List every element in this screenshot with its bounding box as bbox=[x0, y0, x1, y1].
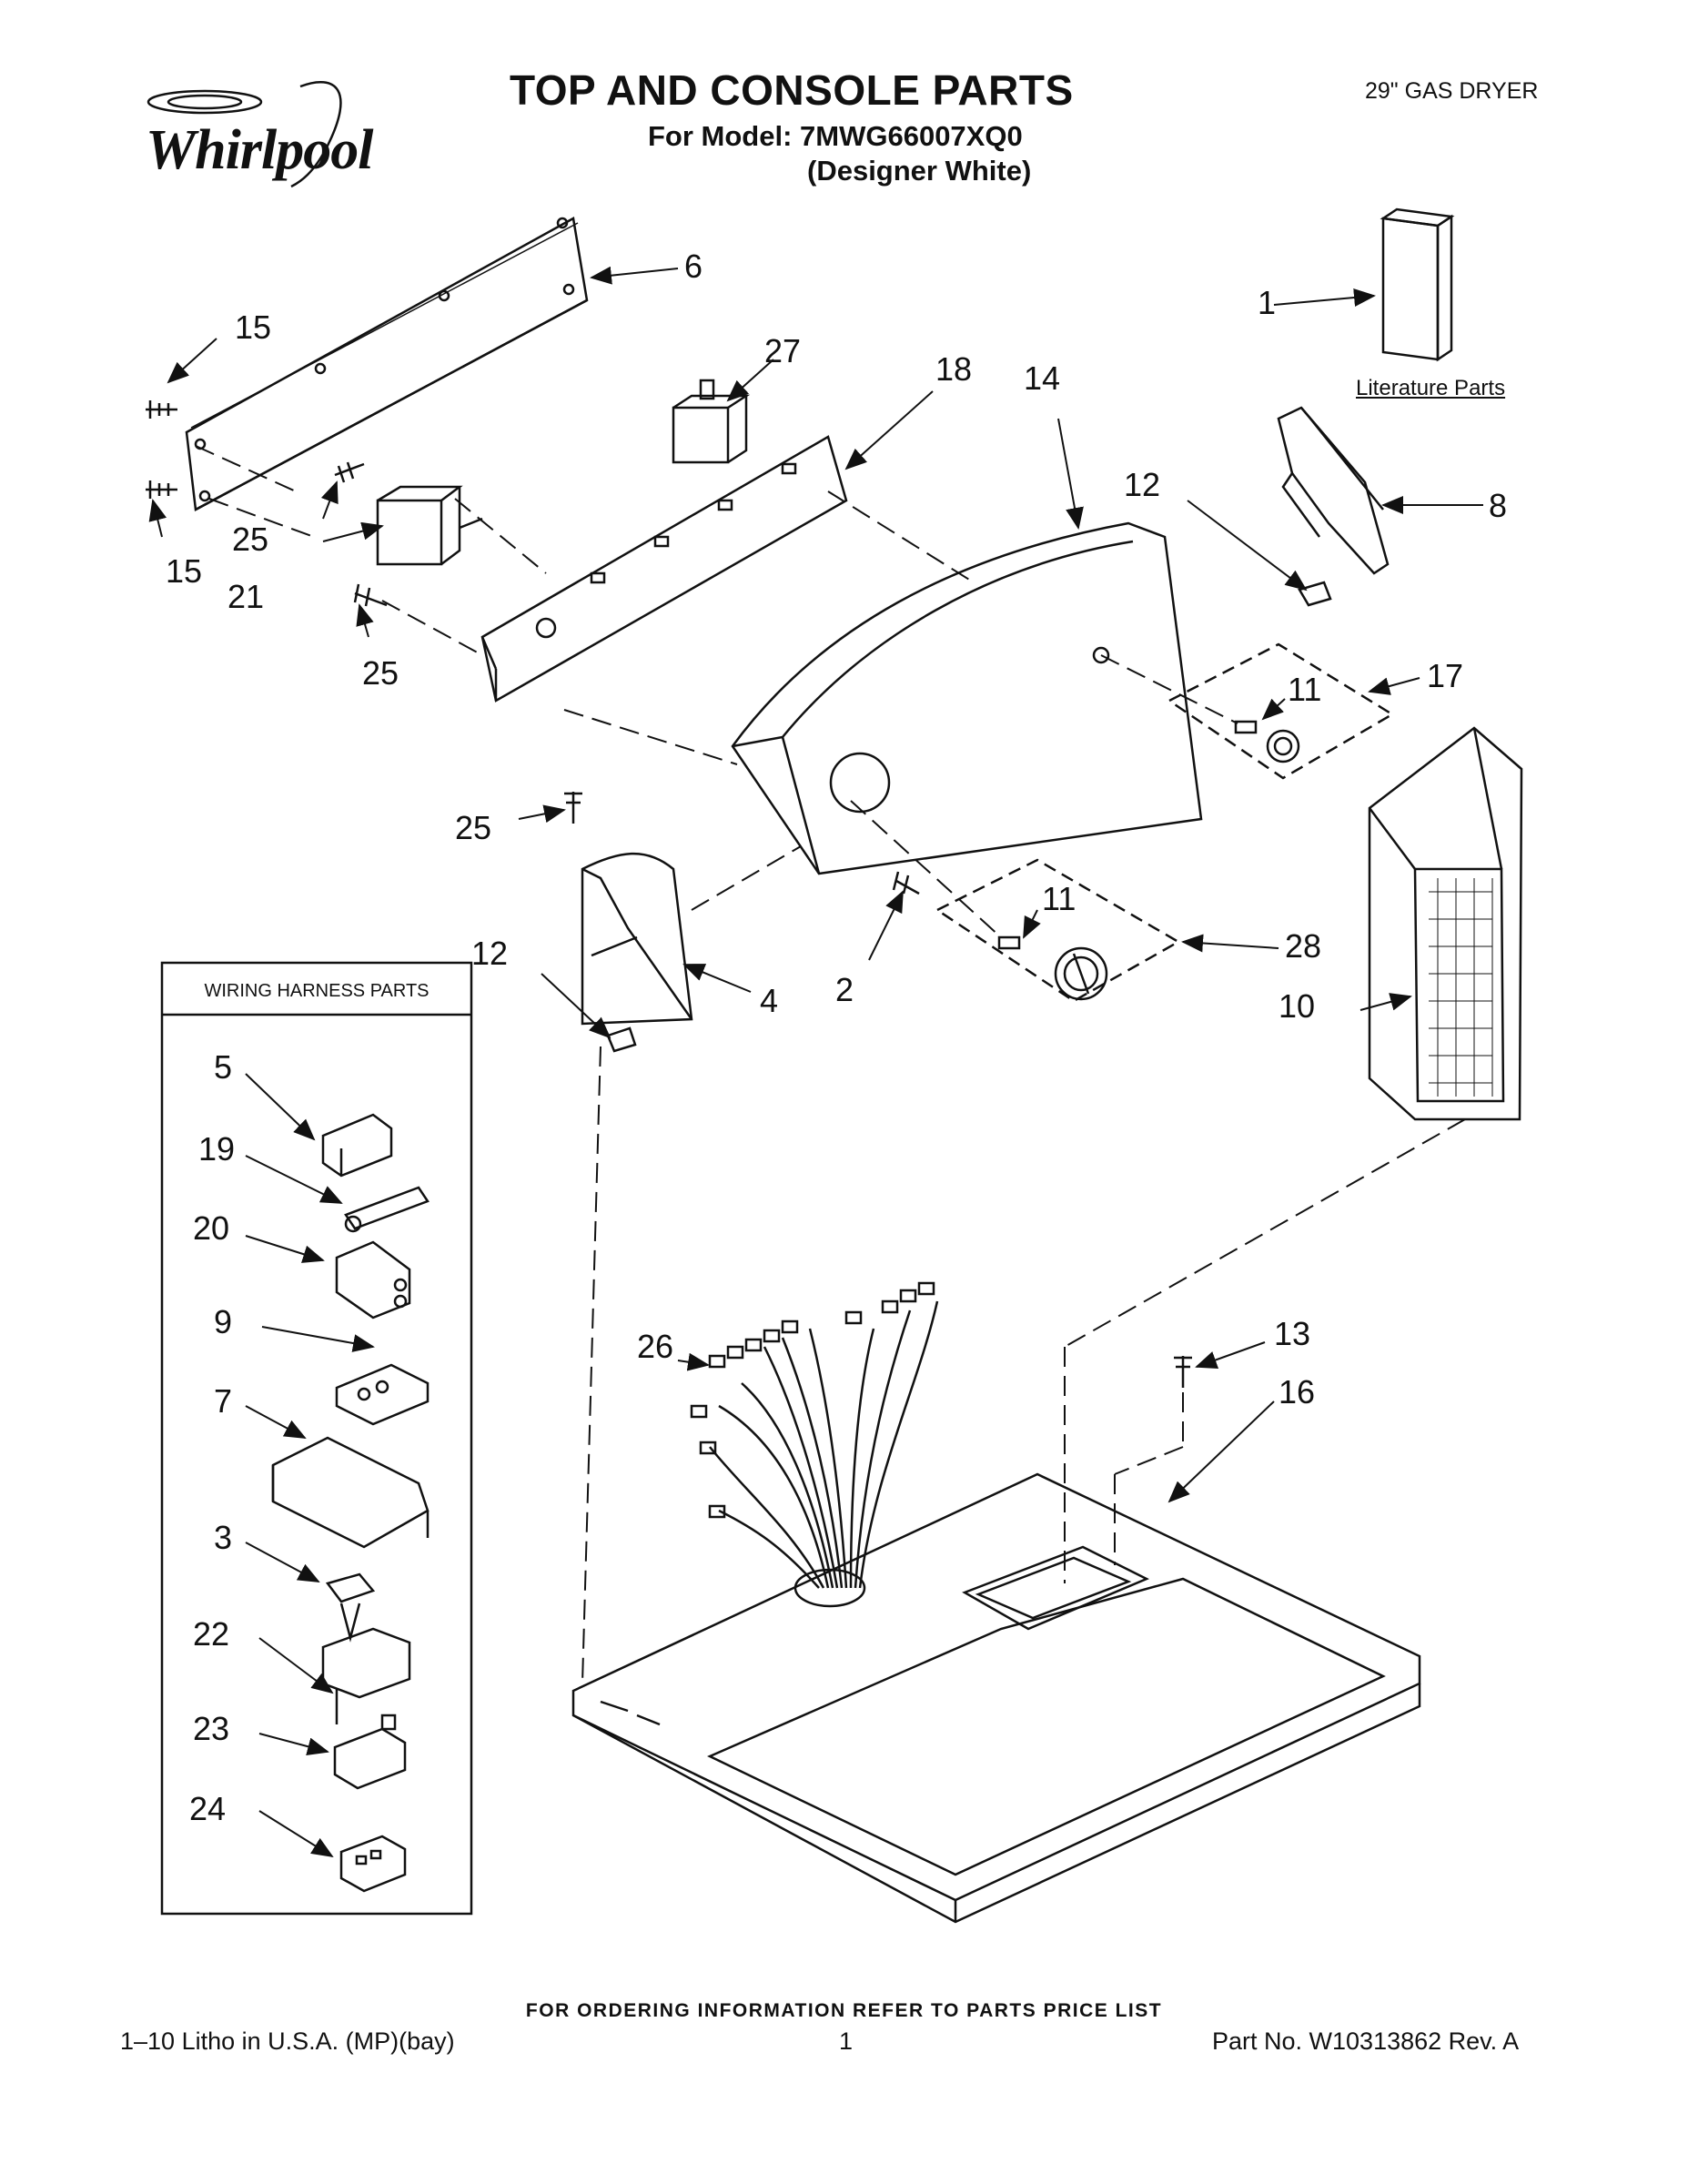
part-25-screw-a bbox=[334, 461, 365, 483]
whirlpool-swirl-icon bbox=[147, 81, 342, 188]
callout-25-c: 25 bbox=[455, 809, 491, 846]
part-11-insert-top bbox=[1234, 720, 1258, 734]
product-type: 29" GAS DRYER bbox=[1365, 78, 1539, 104]
part-5-connector bbox=[321, 1113, 393, 1178]
callout-1: 1 bbox=[1258, 284, 1276, 321]
callout-2: 2 bbox=[835, 971, 854, 1008]
page-number: 1 bbox=[839, 2027, 854, 2055]
literature-parts-label: Literature Parts bbox=[1356, 376, 1506, 400]
part-7-connector bbox=[271, 1436, 430, 1549]
part-15-screw-top bbox=[146, 400, 177, 419]
part-22-connector bbox=[321, 1627, 411, 1724]
callout-7: 7 bbox=[214, 1382, 232, 1420]
callout-16: 16 bbox=[1279, 1373, 1315, 1410]
callout-25-b: 25 bbox=[362, 654, 399, 692]
part-6-bracket bbox=[185, 217, 589, 511]
callout-15-bottom: 15 bbox=[166, 552, 202, 590]
ordering-note: FOR ORDERING INFORMATION REFER TO PARTS … bbox=[525, 2000, 1163, 2021]
callout-17: 17 bbox=[1427, 657, 1463, 694]
part-28-knob-group bbox=[935, 858, 1181, 1003]
part-21-switch bbox=[376, 485, 483, 566]
callout-9: 9 bbox=[214, 1303, 232, 1340]
part-2-screw bbox=[892, 871, 920, 895]
litho-info: 1–10 Litho in U.S.A. (MP)(bay) bbox=[120, 2027, 455, 2055]
callout-15-top: 15 bbox=[235, 308, 271, 346]
part-17-knob-group bbox=[1167, 642, 1395, 780]
callout-22: 22 bbox=[193, 1615, 229, 1653]
wiring-harness-title: WIRING HARNESS PARTS bbox=[204, 981, 430, 1001]
part-14-console bbox=[731, 521, 1203, 875]
callout-4: 4 bbox=[760, 982, 778, 1019]
part-12-clip-left bbox=[606, 1026, 637, 1053]
page-title: TOP AND CONSOLE PARTS bbox=[510, 66, 1074, 114]
part-23-connector bbox=[333, 1714, 407, 1790]
part-3-clip bbox=[325, 1572, 376, 1643]
callout-8: 8 bbox=[1489, 487, 1507, 524]
callout-14: 14 bbox=[1024, 359, 1060, 397]
callout-5: 5 bbox=[214, 1048, 232, 1086]
part-16-top-panel bbox=[571, 1472, 1421, 1924]
part-12-clip-top bbox=[1298, 581, 1332, 607]
callout-12-top: 12 bbox=[1124, 466, 1160, 503]
callout-10: 10 bbox=[1279, 987, 1315, 1025]
callout-18: 18 bbox=[935, 350, 972, 388]
model-line: For Model: 7MWG66007XQ0 bbox=[648, 120, 1023, 152]
part-13-screw bbox=[1174, 1356, 1192, 1388]
wiring-harness-box bbox=[160, 961, 473, 1916]
callout-20: 20 bbox=[193, 1209, 229, 1247]
part-18-console-panel bbox=[480, 435, 848, 703]
callout-28: 28 bbox=[1285, 927, 1321, 965]
part-1-literature bbox=[1380, 207, 1455, 362]
part-4-end-cap bbox=[581, 852, 693, 1026]
part-19-terminal bbox=[344, 1186, 430, 1233]
callout-19: 19 bbox=[198, 1130, 235, 1168]
part-26-wire-harness bbox=[690, 1281, 939, 1589]
part-25-screw-c bbox=[564, 792, 582, 824]
callout-26: 26 bbox=[637, 1328, 673, 1365]
part-11-knob-top bbox=[1266, 729, 1300, 763]
variant-line: (Designer White) bbox=[807, 155, 1032, 187]
part-8-end-cap bbox=[1277, 406, 1390, 575]
part-number: Part No. W10313862 Rev. A bbox=[1212, 2027, 1520, 2055]
callout-11-bottom: 11 bbox=[1042, 880, 1076, 917]
part-11-insert-bottom bbox=[997, 935, 1021, 950]
callout-3: 3 bbox=[214, 1519, 232, 1556]
part-10-lint-screen bbox=[1368, 726, 1523, 1121]
part-9-connector bbox=[335, 1363, 430, 1426]
part-24-connector bbox=[339, 1835, 407, 1893]
callout-12-left: 12 bbox=[471, 935, 508, 972]
callout-11-top: 11 bbox=[1288, 671, 1321, 708]
callout-23: 23 bbox=[193, 1710, 229, 1747]
part-27-switch bbox=[672, 379, 751, 464]
callout-25-a: 25 bbox=[232, 521, 268, 558]
part-15-screw-bottom bbox=[146, 480, 177, 499]
callout-27: 27 bbox=[764, 332, 801, 369]
part-11-knob-bottom bbox=[1054, 946, 1108, 1001]
part-20-connector bbox=[335, 1240, 411, 1320]
callout-24: 24 bbox=[189, 1790, 226, 1827]
callout-13: 13 bbox=[1274, 1315, 1310, 1352]
part-25-screw-b bbox=[353, 583, 388, 607]
callout-21: 21 bbox=[227, 578, 264, 615]
callout-6: 6 bbox=[684, 248, 702, 285]
